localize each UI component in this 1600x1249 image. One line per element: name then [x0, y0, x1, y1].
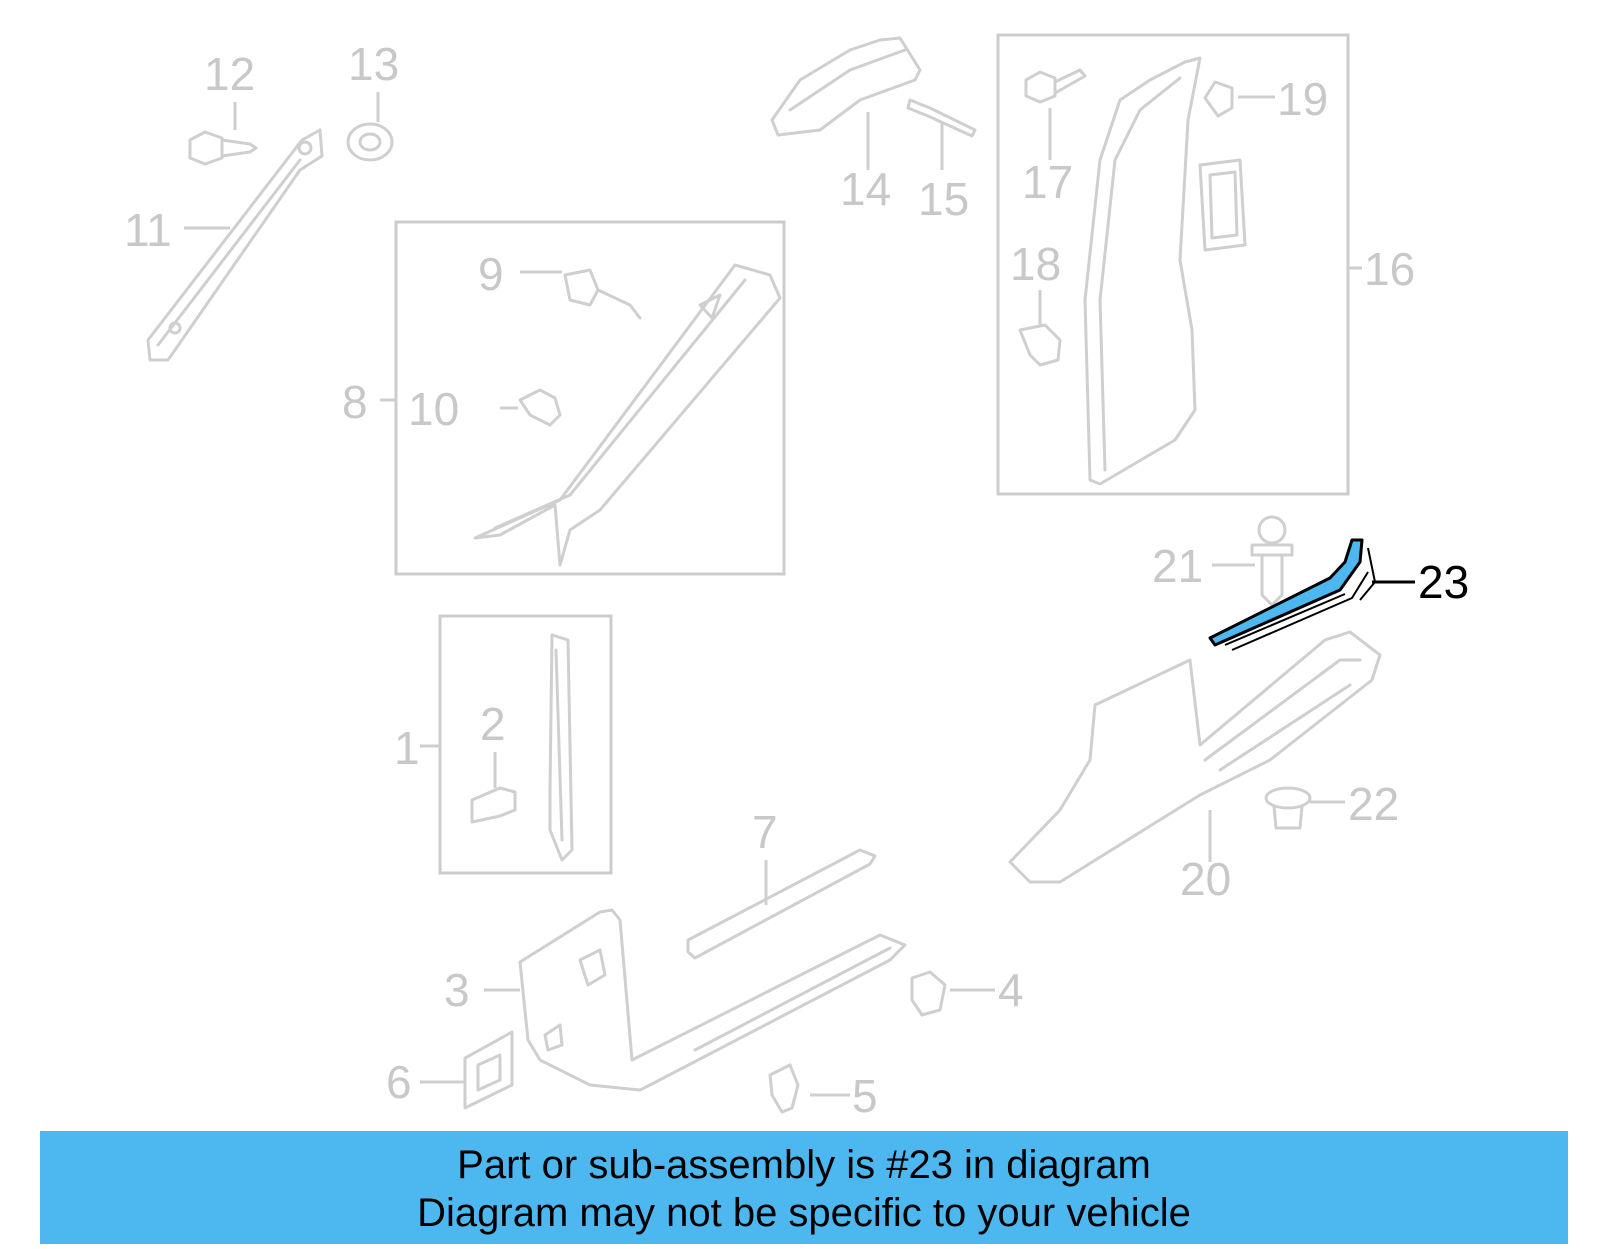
part-16-drawing	[1083, 56, 1247, 486]
callout-labels: 12 13 11 14 15 9 8 10 17 19 16 18 1 2 7 …	[124, 38, 1469, 1122]
callout-21: 21	[1152, 540, 1203, 592]
part-6-drawing	[463, 1030, 514, 1110]
banner-line-disclaimer: Diagram may not be specific to your vehi…	[417, 1191, 1191, 1235]
callout-4: 4	[998, 964, 1024, 1016]
assembly-box-16	[996, 33, 1350, 496]
part-18-drawing	[1018, 323, 1062, 367]
callout-14: 14	[840, 163, 891, 215]
part-10-drawing	[518, 388, 562, 427]
part-20-drawing	[1008, 630, 1382, 884]
assembly-box-1	[438, 614, 613, 875]
part-5-drawing	[768, 1063, 800, 1114]
part-15-drawing	[906, 98, 977, 138]
part-21-drawing	[1250, 515, 1294, 607]
leader-lines	[184, 92, 1415, 1097]
callout-5: 5	[852, 1070, 878, 1122]
part-4-drawing	[910, 970, 947, 1017]
part-13-drawing	[346, 122, 394, 162]
callout-11: 11	[124, 204, 172, 256]
part-12-drawing	[188, 130, 258, 166]
callout-10: 10	[408, 383, 459, 435]
info-banner: Part or sub-assembly is #23 in diagram D…	[40, 1131, 1568, 1244]
part-22-drawing	[1264, 786, 1312, 830]
part-1-drawing	[548, 633, 574, 862]
callout-6: 6	[386, 1056, 412, 1108]
callout-18: 18	[1010, 238, 1061, 290]
callout-2: 2	[480, 698, 506, 750]
part-14-drawing	[770, 36, 922, 137]
callout-20: 20	[1180, 853, 1231, 905]
callout-16: 16	[1364, 243, 1415, 295]
part-19-drawing	[1203, 80, 1234, 118]
callout-23: 23	[1418, 556, 1469, 608]
part-11-drawing	[146, 128, 324, 362]
part-7-drawing	[686, 848, 877, 960]
assembly-box-8	[394, 220, 786, 576]
callout-22: 22	[1348, 778, 1399, 830]
banner-line-part-number: Part or sub-assembly is #23 in diagram	[457, 1143, 1151, 1187]
part-3-drawing	[518, 908, 907, 1092]
callout-7: 7	[752, 806, 778, 858]
callout-12: 12	[204, 48, 255, 100]
part-8-drawing	[473, 263, 782, 567]
callout-8: 8	[342, 376, 368, 428]
callout-3: 3	[444, 964, 470, 1016]
callout-19: 19	[1277, 73, 1328, 125]
callout-13: 13	[348, 38, 399, 90]
callout-17: 17	[1022, 156, 1073, 208]
callout-15: 15	[918, 173, 969, 225]
part-9-drawing	[563, 268, 642, 320]
callout-9: 9	[478, 248, 504, 300]
part-2-drawing	[470, 786, 517, 824]
part-17-drawing	[1024, 68, 1087, 104]
callout-1: 1	[394, 722, 420, 774]
